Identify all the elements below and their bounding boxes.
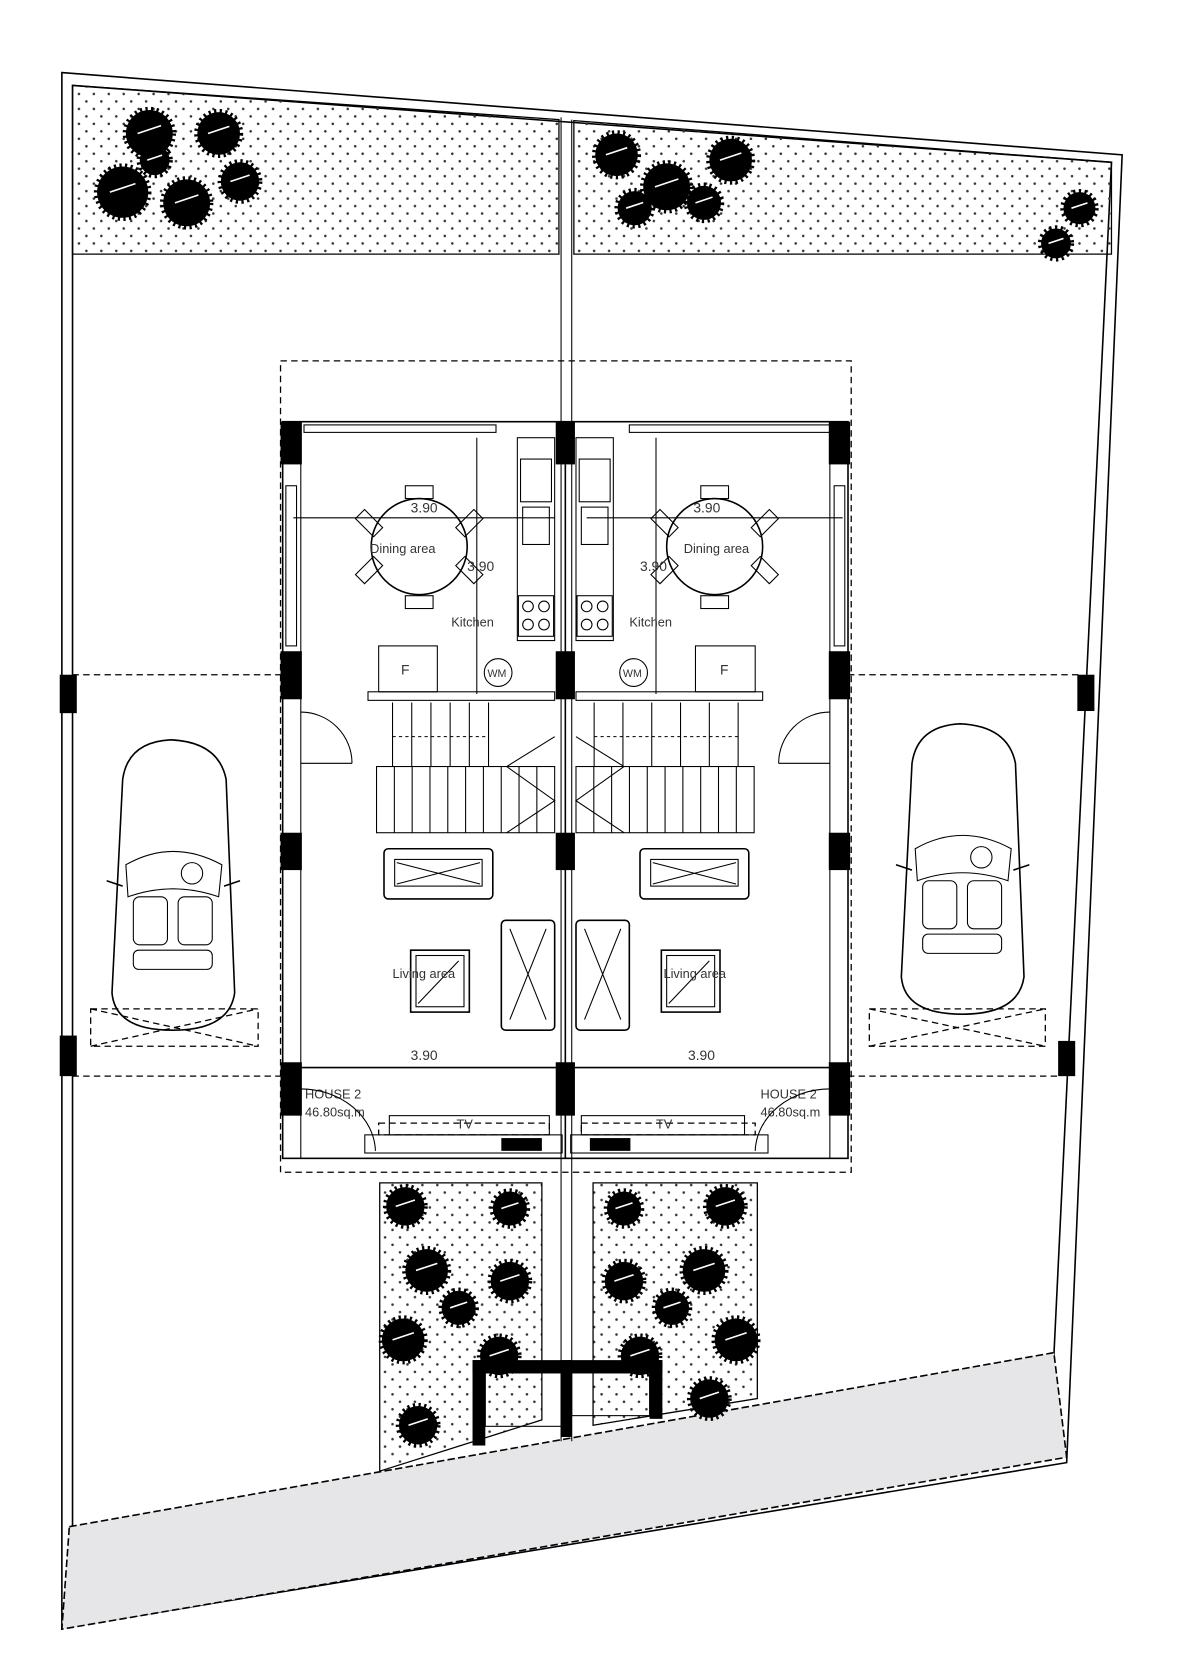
kitchen-counter: [516, 437, 556, 642]
dimension-label: 3.90: [693, 499, 720, 515]
tree-icon: [487, 1258, 533, 1304]
house-name: HOUSE 2: [761, 1087, 817, 1102]
house-area: 46.80sq.m: [761, 1105, 821, 1120]
tree-icon: [194, 108, 244, 159]
parking-bay-left: [90, 1008, 259, 1047]
entrance-gates: [472, 1360, 663, 1446]
tree-icon: [683, 182, 725, 224]
fridge-label: F: [401, 662, 409, 678]
driveway-lines: [59, 674, 1095, 1077]
room-label-kitchen: Kitchen: [451, 615, 494, 630]
dimension-label: 3.90: [411, 1047, 438, 1063]
tv-unit: [364, 1115, 563, 1154]
tree-icon: [1060, 188, 1099, 228]
washing-machine: [619, 658, 648, 688]
tree-icon: [706, 135, 756, 185]
tree-icon: [402, 1245, 452, 1296]
staircase: [376, 702, 556, 834]
car-right: [895, 723, 1030, 1016]
entry-door: [778, 711, 830, 764]
tree-icon: [601, 1258, 647, 1304]
tree-icon: [438, 1287, 479, 1329]
left-house: 3.90 3.90 Dining area Kitchen F WM: [293, 437, 563, 1154]
washer-label: WM: [487, 668, 506, 680]
armchair: [500, 919, 556, 1032]
parking-bay-right: [868, 1008, 1046, 1047]
dimension-label: 3.90: [688, 1047, 715, 1063]
tree-icon: [160, 176, 214, 230]
tv-label: TV: [457, 1116, 474, 1131]
tree-icon: [679, 1245, 729, 1296]
room-label-living: Living area: [663, 966, 726, 981]
dimension-label: 3.90: [467, 558, 494, 574]
tree-icon: [489, 1188, 531, 1229]
tree-icon: [614, 187, 655, 229]
tree-icon: [382, 1183, 428, 1229]
winder-stair: [575, 736, 625, 834]
entry-door: [300, 711, 353, 764]
room-label-dining: Dining area: [370, 541, 436, 556]
room-label-kitchen: Kitchen: [629, 615, 672, 630]
fridge-label: F: [720, 662, 728, 678]
tree-icon: [686, 1376, 732, 1421]
coffee-table: [660, 949, 721, 1013]
dining-table: [354, 485, 484, 610]
tv-label: TV: [656, 1116, 673, 1131]
house-area: 46.80sq.m: [305, 1105, 365, 1120]
coffee-table: [409, 949, 471, 1013]
armchair: [575, 919, 631, 1032]
right-house: 3.90 3.90 Dining area Kitchen F WM: [570, 437, 843, 1154]
kitchen-counter: [575, 437, 614, 642]
plot-divider: [560, 117, 573, 1442]
dimension-label: 3.90: [640, 558, 667, 574]
tree-icon: [136, 141, 173, 179]
sofa: [383, 847, 494, 900]
tree-icon: [217, 159, 263, 204]
dimension-label: 3.90: [411, 499, 438, 515]
dining-table: [650, 485, 780, 610]
tree-icon: [603, 1188, 645, 1229]
winder-stair: [505, 736, 556, 834]
staircase: [575, 702, 755, 834]
trees: [93, 106, 1099, 1448]
car-left: [106, 739, 241, 1032]
tree-icon: [651, 1287, 693, 1329]
tree-icon: [93, 163, 152, 221]
tree-icon: [711, 1315, 761, 1365]
tree-icon: [640, 160, 694, 214]
sofa: [639, 847, 750, 900]
tree-icon: [592, 130, 642, 180]
house-outline-dashed: [279, 360, 852, 1173]
tree-icon: [1037, 225, 1075, 262]
tv-unit: [570, 1115, 769, 1154]
washing-machine: [483, 658, 513, 688]
tree-icon: [702, 1183, 748, 1229]
washer-label: WM: [623, 668, 642, 680]
house-walls: [280, 420, 851, 1160]
room-label-living: Living area: [393, 966, 456, 981]
tree-icon: [395, 1402, 441, 1448]
room-label-dining: Dining area: [684, 541, 750, 556]
tree-icon: [378, 1315, 428, 1365]
house-name: HOUSE 2: [305, 1087, 361, 1102]
